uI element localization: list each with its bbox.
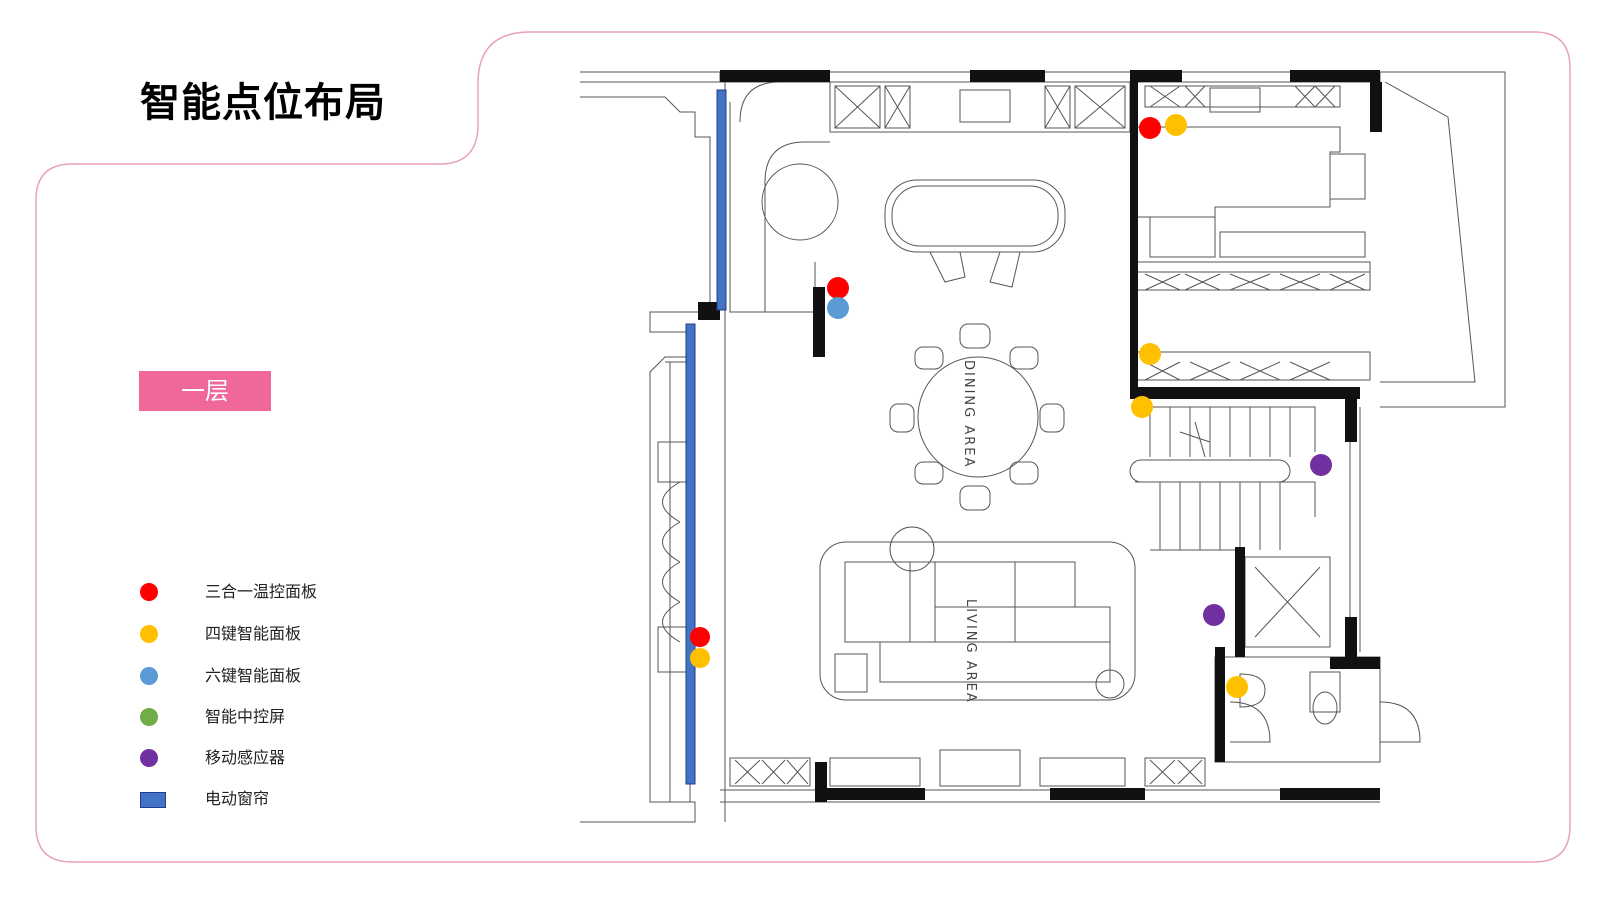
blue-bar-icon [140,792,166,808]
floor-badge[interactable]: 一层 [139,371,271,411]
thermostat-panel-marker[interactable] [1139,117,1161,139]
motorized-curtain-lower [685,323,696,785]
legend-label: 智能中控屏 [205,707,286,726]
page-title: 智能点位布局 [140,80,386,126]
four-key-panel-marker[interactable] [1165,114,1187,136]
blue-dot-icon [140,667,158,685]
legend-label: 移动感应器 [205,748,286,767]
legend-item-motorized-curtain: 电动窗帘 [140,787,440,811]
floor-plan: DINING AREA LIVING AREA [580,70,1506,823]
legend-item-four-key-panel: 四键智能面板 [140,622,440,646]
purple-dot-icon [140,749,158,767]
four-key-panel-marker[interactable] [690,648,710,668]
legend-item-thermostat-panel: 三合一温控面板 [140,580,440,604]
legend-label: 六键智能面板 [205,666,302,685]
yellow-dot-icon [140,625,158,643]
dining-area-label: DINING AREA [961,360,976,468]
legend-label: 四键智能面板 [205,624,302,643]
four-key-panel-marker[interactable] [1139,343,1161,365]
four-key-panel-marker[interactable] [1226,676,1248,698]
green-dot-icon [140,708,158,726]
legend-label: 电动窗帘 [205,789,270,808]
four-key-panel-marker[interactable] [1131,396,1153,418]
motorized-curtain-upper [716,89,727,311]
motion-sensor-marker[interactable] [1310,454,1332,476]
thermostat-panel-marker[interactable] [690,627,710,647]
six-key-panel-marker[interactable] [827,297,849,319]
legend-item-control-screen: 智能中控屏 [140,705,440,729]
legend-item-motion-sensor: 移动感应器 [140,746,440,770]
motion-sensor-marker[interactable] [1203,604,1225,626]
legend-item-six-key-panel: 六键智能面板 [140,664,440,688]
thermostat-panel-marker[interactable] [827,277,849,299]
living-area-label: LIVING AREA [963,599,978,704]
legend-label: 三合一温控面板 [205,582,318,601]
red-dot-icon [140,583,158,601]
